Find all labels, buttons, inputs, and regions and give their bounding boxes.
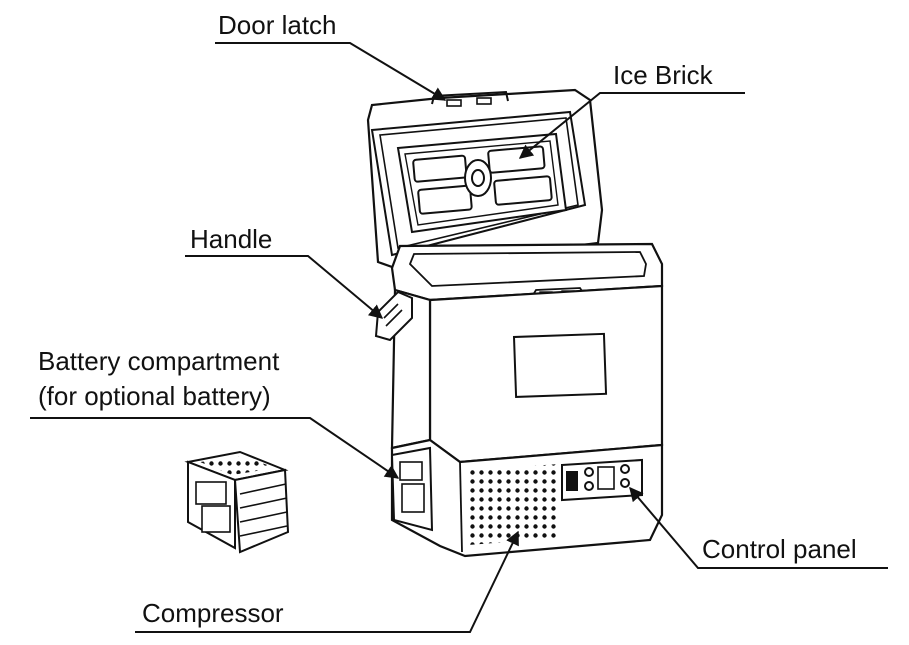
control-panel — [561, 458, 643, 502]
compressor-vent — [466, 464, 560, 545]
label-battery-line1: Battery compartment — [38, 346, 280, 376]
label-compressor: Compressor — [142, 598, 284, 628]
label-control-panel: Control panel — [702, 534, 857, 564]
label-door-latch: Door latch — [218, 10, 337, 40]
ice-brick-leader — [518, 92, 745, 159]
handle-icon — [374, 290, 413, 342]
battery-compartment — [390, 446, 434, 532]
leader-lines — [30, 42, 888, 633]
label-ice-brick: Ice Brick — [613, 60, 714, 90]
control-panel-leader — [629, 486, 888, 569]
door-latch-leader — [215, 42, 447, 101]
compressor-leader — [135, 530, 519, 633]
label-battery-line2: (for optional battery) — [38, 381, 271, 411]
battery-pack — [184, 450, 290, 554]
label-handle: Handle — [190, 224, 272, 254]
battery-leader — [30, 417, 400, 479]
handle-leader — [185, 255, 384, 319]
